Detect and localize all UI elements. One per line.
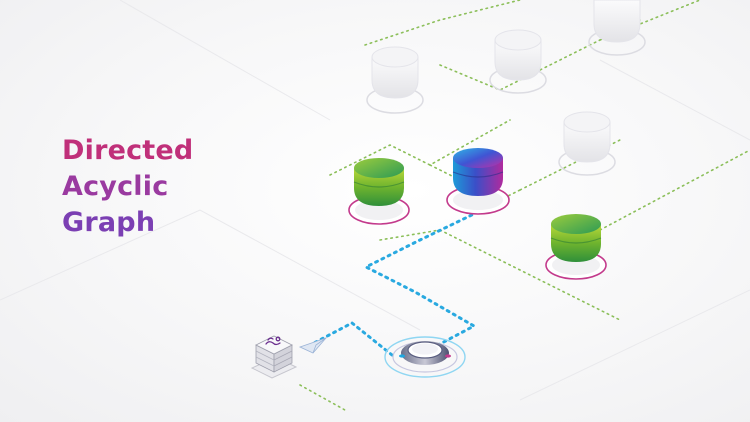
green-node-right: [545, 214, 607, 280]
blue-node-center: [446, 148, 510, 215]
green-node-left: [348, 158, 410, 225]
title-line-1: Directed: [62, 135, 194, 166]
wave-icon: [265, 336, 281, 346]
diagram-title: Directed Acyclic Graph: [62, 133, 193, 241]
ghost-node-1: [366, 46, 424, 114]
source-data-block: [250, 335, 298, 379]
title-line-2: Acyclic: [62, 171, 169, 202]
paper-plane-icon: [298, 337, 328, 354]
background-grid: [0, 0, 750, 401]
processing-ring-node: [384, 336, 466, 378]
ghost-node-2: [489, 29, 547, 94]
ghost-node-3: [588, 0, 646, 56]
active-path: [312, 210, 480, 357]
title-line-3: Graph: [62, 207, 156, 238]
ghost-node-4: [558, 111, 616, 176]
